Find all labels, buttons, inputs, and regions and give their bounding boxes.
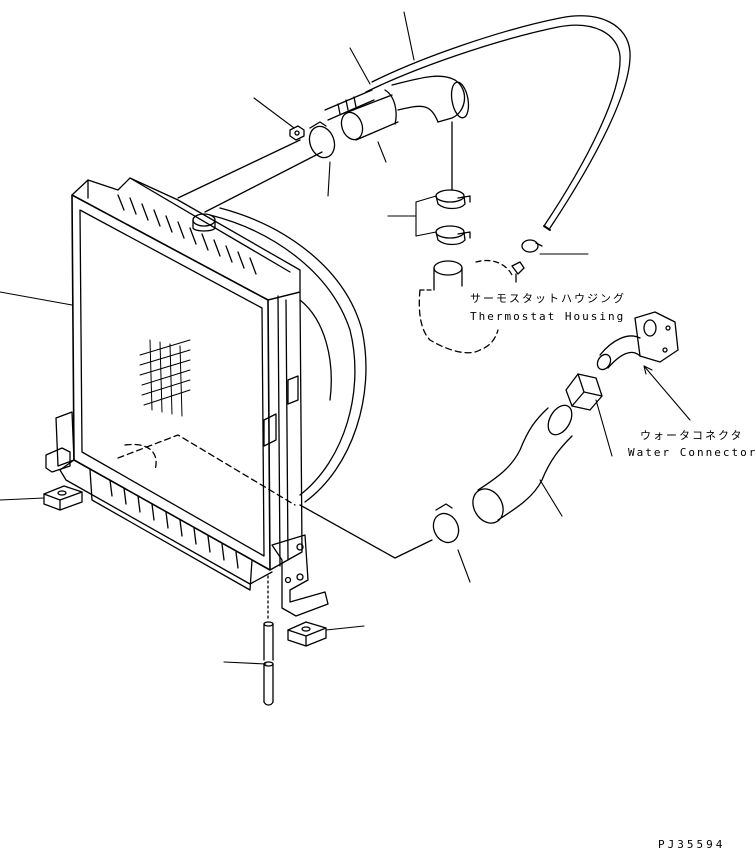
- water-connector-label-en: Water Connector: [628, 446, 755, 459]
- connection-line-lower: [299, 504, 433, 559]
- nut-icon: [289, 125, 305, 141]
- upper-hose: [324, 75, 470, 141]
- connection-line-upper: [177, 139, 323, 213]
- hex-fitting-icon: [565, 373, 603, 411]
- mount-pad-left: [43, 485, 83, 511]
- thermostat-housing: [418, 259, 525, 354]
- hose-clamp-lower: [432, 503, 460, 544]
- thermostat-housing-label-jp: サーモスタットハウジング: [470, 291, 626, 305]
- hose-clamp-pair: [435, 189, 471, 246]
- lower-hose: [472, 404, 573, 524]
- thermostat-housing-label-en: Thermostat Housing: [470, 310, 625, 323]
- arrow-icon: [643, 365, 653, 375]
- hose-clamp-upper: [308, 121, 336, 159]
- water-connector: [596, 311, 679, 371]
- drain-hose: [263, 621, 274, 706]
- mount-pad-right: [287, 621, 327, 647]
- drawing-code: PJ35594: [658, 838, 725, 851]
- water-connector-label-jp: ウォータコネクタ: [640, 429, 744, 442]
- overflow-tube: [365, 15, 631, 231]
- leader-lines: [0, 11, 691, 665]
- radiator-assembly: [45, 177, 367, 621]
- small-clamp-icon: [521, 239, 543, 253]
- hidden-outlet-outline: [117, 434, 296, 506]
- core-grid-icon: [139, 339, 191, 417]
